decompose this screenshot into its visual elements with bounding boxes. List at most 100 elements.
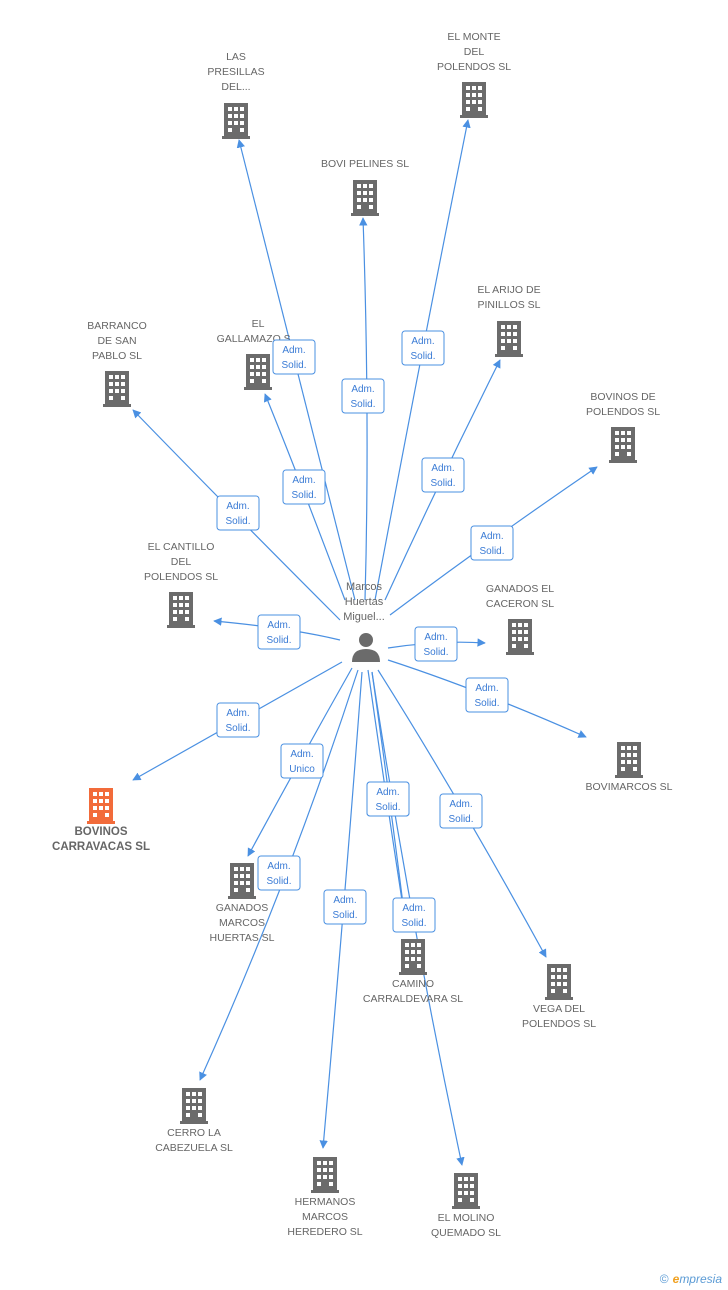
building-icon <box>460 82 488 118</box>
relation-badge-text: Solid. <box>410 351 435 362</box>
relation-badge-text: Solid. <box>332 910 357 921</box>
relation-badge-bovinos-polendos[interactable]: Adm.Solid. <box>470 525 514 561</box>
company-node-bovinos-polendos[interactable]: BOVINOS DE POLENDOS SL <box>586 391 660 463</box>
building-icon <box>180 1088 208 1124</box>
relation-badge-box <box>282 469 326 505</box>
relation-badge-box <box>470 525 514 561</box>
brand-logo-text: mpresia <box>679 1272 722 1286</box>
building-icon <box>452 1173 480 1209</box>
relation-badge-text: Adm. <box>402 903 425 914</box>
company-label-line: DEL <box>464 46 485 58</box>
relation-badge-text: Adm. <box>475 683 498 694</box>
relation-badge-cerro-cabezuela[interactable]: Adm.Solid. <box>257 855 301 891</box>
relation-badge-text: Adm. <box>411 336 434 347</box>
relation-badge-text: Adm. <box>226 708 249 719</box>
relation-badge-text: Solid. <box>401 918 426 929</box>
relation-badge-box <box>465 677 509 713</box>
building-icon <box>311 1157 339 1193</box>
company-label-line: EL CANTILLO <box>148 541 215 553</box>
company-node-camino-carraldevara[interactable]: CAMINO CARRALDEVARA SL <box>363 939 463 1005</box>
company-label-line: PINILLOS SL <box>477 299 540 311</box>
relation-badge-el-arijo[interactable]: Adm.Solid. <box>421 457 465 493</box>
relation-badge-box <box>421 457 465 493</box>
copyright-icon: © <box>659 1272 669 1286</box>
relation-badge-bovi-pelines[interactable]: Adm.Solid. <box>341 378 385 414</box>
relation-badge-text: Solid. <box>291 490 316 501</box>
company-label-line: CABEZUELA SL <box>155 1142 233 1154</box>
company-label-line: CARRAVACAS SL <box>52 841 150 853</box>
company-label-line: LAS <box>226 51 246 63</box>
company-label-line: POLENDOS SL <box>144 571 218 583</box>
building-icon <box>244 354 272 390</box>
relation-badge-box <box>401 330 445 366</box>
relation-badge-bovimarcos[interactable]: Adm. Solid. <box>465 677 509 713</box>
relation-badge-bovinos-carravacas[interactable]: Adm. Solid. <box>216 702 260 738</box>
company-node-el-arijo[interactable]: EL ARIJO DE PINILLOS SL <box>477 284 541 357</box>
company-label-line: EL ARIJO DE <box>477 284 540 296</box>
relation-badge-el-cantillo[interactable]: Adm.Solid. <box>257 614 301 650</box>
relation-badge-text: Adm. <box>333 895 356 906</box>
relation-badge-box <box>216 702 260 738</box>
relation-badge-hermanos-marcos[interactable]: Adm. Solid. <box>323 889 367 925</box>
relation-badge-text: Adm. <box>292 475 315 486</box>
relation-badge-el-monte[interactable]: Adm. Solid. <box>401 330 445 366</box>
building-icon <box>228 863 256 899</box>
relation-badge-vega-polendos[interactable]: Adm.Solid. <box>439 793 483 829</box>
edge-las-presillas <box>236 139 356 601</box>
relation-badge-el-molino[interactable]: Adm.Solid. <box>366 781 410 817</box>
relation-badge-el-gallamazo[interactable]: Adm. Solid. <box>282 469 326 505</box>
relation-badge-camino-extra[interactable]: Adm. Solid. <box>392 897 436 933</box>
company-node-bovi-pelines[interactable]: BOVI PELINES SL <box>321 158 409 216</box>
building-icon <box>167 592 195 628</box>
relation-badge-ganados-marcos[interactable]: Adm.Unico <box>280 743 324 779</box>
company-node-las-presillas[interactable]: LASPRESILLASDEL... <box>207 51 265 139</box>
company-label-line: POLENDOS SL <box>586 406 660 418</box>
relation-badge-text: Adm. <box>226 501 249 512</box>
company-label-line: DE SAN <box>97 335 136 347</box>
relation-badge-box <box>216 495 260 531</box>
company-label-line: PRESILLAS <box>207 66 264 78</box>
company-label-line: CARRALDEVARA SL <box>363 993 463 1005</box>
company-label-line: POLENDOS SL <box>522 1018 596 1030</box>
building-icon <box>399 939 427 975</box>
company-label-line: GANADOS <box>216 902 269 914</box>
company-label-line: CERRO LA <box>167 1127 221 1139</box>
company-node-cerro-cabezuela[interactable]: CERRO LA CABEZUELA SL <box>155 1088 233 1154</box>
company-label-line: BOVI PELINES SL <box>321 158 409 170</box>
relation-badge-text: Solid. <box>225 723 250 734</box>
building-icon <box>609 427 637 463</box>
relation-badge-box <box>323 889 367 925</box>
center-person[interactable]: MarcosHuertasMiguel... <box>343 581 385 662</box>
company-label-line: BOVINOS DE <box>590 391 655 403</box>
relation-badge-text: Solid. <box>474 698 499 709</box>
relation-badge-text: Solid. <box>281 360 306 371</box>
company-node-bovimarcos[interactable]: BOVIMARCOS SL <box>586 742 673 793</box>
relation-badge-text: Solid. <box>448 814 473 825</box>
building-icon <box>103 371 131 407</box>
relation-badge-text: Adm. <box>424 632 447 643</box>
company-label-line: QUEMADO SL <box>431 1227 501 1239</box>
relation-badge-ganados-caceron[interactable]: Adm.Solid. <box>414 626 458 662</box>
relation-badge-las-presillas[interactable]: Adm.Solid. <box>272 339 316 375</box>
building-icon <box>615 742 643 778</box>
relation-badge-box <box>257 855 301 891</box>
brand-logo-initial: e <box>672 1272 680 1286</box>
company-label-line: CAMINO <box>392 978 434 990</box>
relation-badge-barranco[interactable]: Adm.Solid. <box>216 495 260 531</box>
footer-brand: ©empresia <box>660 1272 722 1286</box>
company-label-line: EL <box>252 318 265 330</box>
relation-badge-text: Adm. <box>431 463 454 474</box>
relation-badge-text: Adm. <box>267 620 290 631</box>
company-label-line: PABLO SL <box>92 350 142 362</box>
